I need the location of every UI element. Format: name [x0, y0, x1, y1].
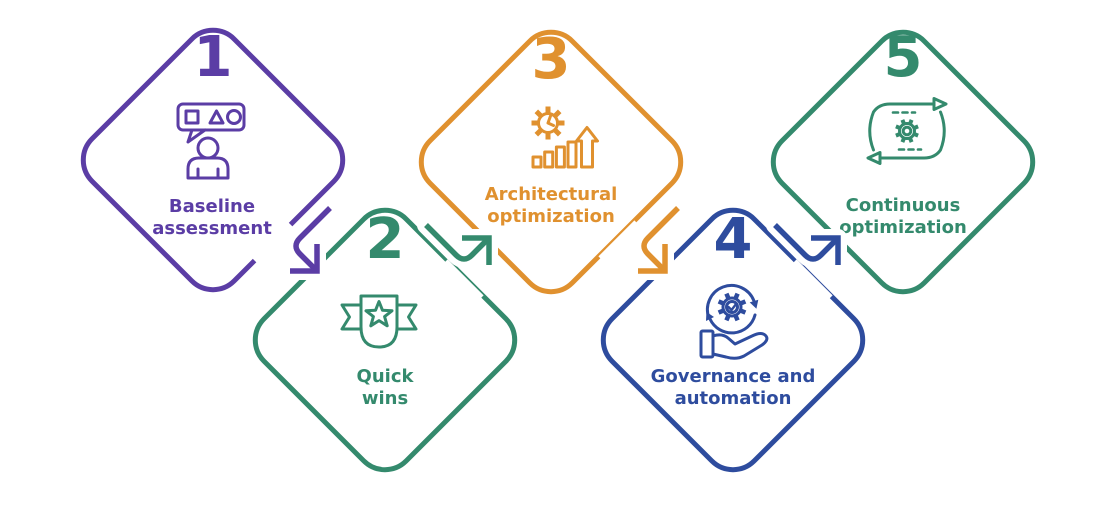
step-5-label-line-2: optimization	[839, 217, 967, 238]
step-4-label-line-1: Governance and	[651, 366, 816, 387]
feedback-shapes-person-icon	[176, 102, 246, 180]
arrow-4-5	[766, 216, 847, 305]
step-5: 5 Continuous optimization	[770, 25, 1036, 295]
continuous-loop-gear-icon	[866, 97, 948, 165]
step-3-number: 3	[532, 27, 571, 92]
step-4-label-line-2: automation	[675, 388, 792, 409]
step-1-label-line-1: Baseline	[169, 196, 255, 217]
step-1: 1 Baseline assessment	[80, 25, 346, 293]
star-badge-ribbon-icon	[340, 294, 418, 349]
arrow-4-5-shaft	[773, 223, 839, 262]
arrow-1-2-shaft	[293, 206, 332, 272]
step-2-label-line-1: Quick	[357, 366, 415, 387]
arrow-3-4-shaft	[641, 206, 680, 272]
arrow-4-5-head	[811, 235, 841, 265]
step-1-label-line-2: assessment	[152, 218, 272, 239]
arrow-2-3-shaft	[424, 223, 490, 262]
gear-clock-growth-chart-icon	[531, 106, 599, 169]
step-1-number: 1	[194, 25, 233, 90]
arrow-3-4-head	[638, 244, 668, 274]
step-2-label-line-2: wins	[362, 388, 408, 409]
step-5-label-line-1: Continuous	[846, 195, 961, 216]
arrow-2-3-head	[462, 235, 492, 265]
step-3-label-line-1: Architectural	[485, 184, 618, 205]
arrow-1-2	[250, 199, 339, 280]
hand-holding-gear-cycle-icon	[699, 283, 769, 360]
step-5-number: 5	[884, 25, 923, 90]
arrow-1-2-head	[290, 244, 320, 274]
arrow-2-3	[417, 216, 498, 305]
step-4-number: 4	[714, 207, 753, 272]
arrow-3-4	[598, 199, 687, 280]
step-3-label-line-2: optimization	[487, 206, 615, 227]
step-2-number: 2	[366, 207, 405, 272]
